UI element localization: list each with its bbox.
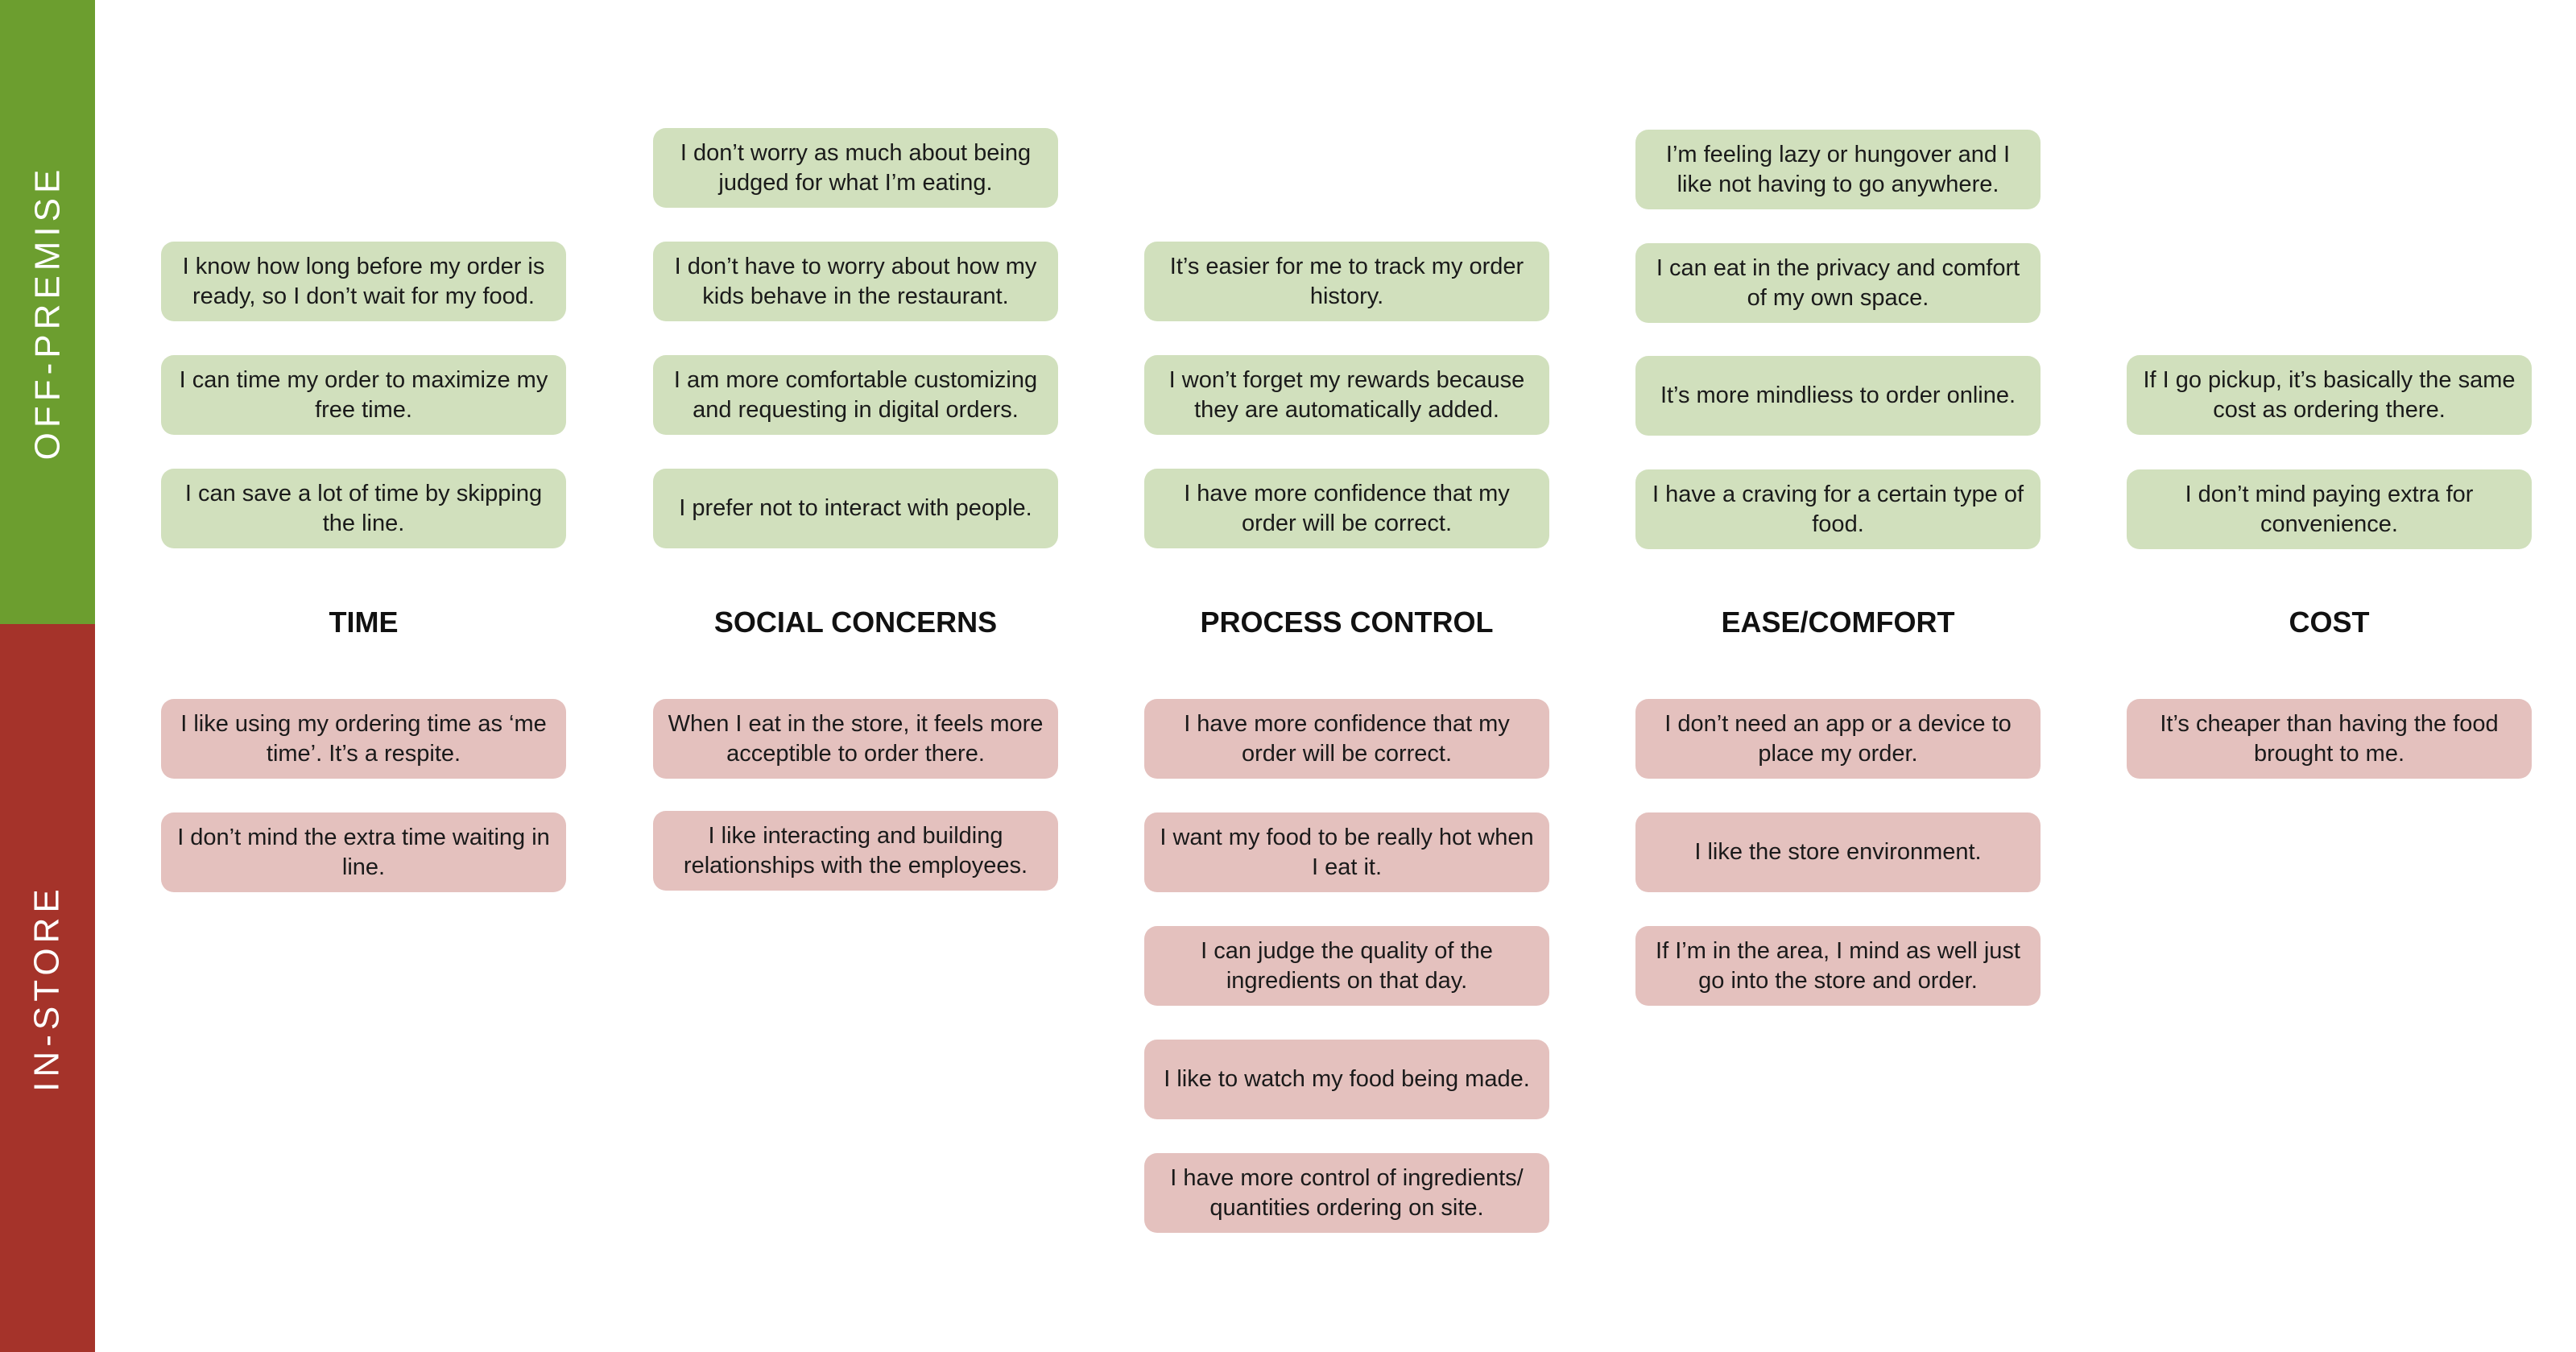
off-premise-card: It’s easier for me to track my order his… (1144, 242, 1549, 321)
in-store-card: I like the store environment. (1635, 812, 2041, 892)
off-premise-band: OFF-PREMISE (0, 0, 95, 624)
in-store-band: IN-STORE (0, 624, 95, 1352)
off-premise-label: OFF-PREMISE (27, 164, 67, 460)
in-store-card: When I eat in the store, it feels more a… (653, 699, 1058, 779)
off-premise-card: I know how long before my order is ready… (161, 242, 566, 321)
in-store-card: I have more control of ingredients/ quan… (1144, 1153, 1549, 1233)
in-store-card: I can judge the quality of the ingredien… (1144, 926, 1549, 1006)
in-store-card: It’s cheaper than having the food brough… (2127, 699, 2532, 779)
in-store-card: If I’m in the area, I mind as well just … (1635, 926, 2041, 1006)
in-store-card: I don’t mind the extra time waiting in l… (161, 812, 566, 892)
in-store-card: I want my food to be really hot when I e… (1144, 812, 1549, 892)
off-premise-card: I don’t have to worry about how my kids … (653, 242, 1058, 321)
off-premise-card: I am more comfortable customizing and re… (653, 355, 1058, 435)
column-heading: TIME (329, 606, 399, 639)
in-store-card: I don’t need an app or a device to place… (1635, 699, 2041, 779)
column-heading: EASE/COMFORT (1721, 606, 1955, 639)
column-heading: COST (2289, 606, 2370, 639)
in-store-card: I have more confidence that my order wil… (1144, 699, 1549, 779)
off-premise-card: It’s more mindliess to order online. (1635, 356, 2041, 436)
off-premise-card: I have more confidence that my order wil… (1144, 469, 1549, 548)
off-premise-card: I’m feeling lazy or hungover and I like … (1635, 130, 2041, 209)
column-heading: SOCIAL CONCERNS (713, 606, 998, 639)
off-premise-card: I can time my order to maximize my free … (161, 355, 566, 435)
off-premise-card: I don’t worry as much about being judged… (653, 128, 1058, 208)
off-premise-card: I have a craving for a certain type of f… (1635, 469, 2041, 549)
in-store-card: I like to watch my food being made. (1144, 1040, 1549, 1119)
off-premise-card: I don’t mind paying extra for convenienc… (2127, 469, 2532, 549)
off-premise-card: I can save a lot of time by skipping the… (161, 469, 566, 548)
column-heading: PROCESS CONTROL (1200, 606, 1494, 639)
in-store-card: I like interacting and building relation… (653, 811, 1058, 891)
off-premise-card: I can eat in the privacy and comfort of … (1635, 243, 2041, 323)
in-store-card: I like using my ordering time as ‘me tim… (161, 699, 566, 779)
off-premise-card: If I go pickup, it’s basically the same … (2127, 355, 2532, 435)
off-premise-card: I won’t forget my rewards because they a… (1144, 355, 1549, 435)
off-premise-card: I prefer not to interact with people. (653, 469, 1058, 548)
in-store-label: IN-STORE (27, 884, 67, 1092)
